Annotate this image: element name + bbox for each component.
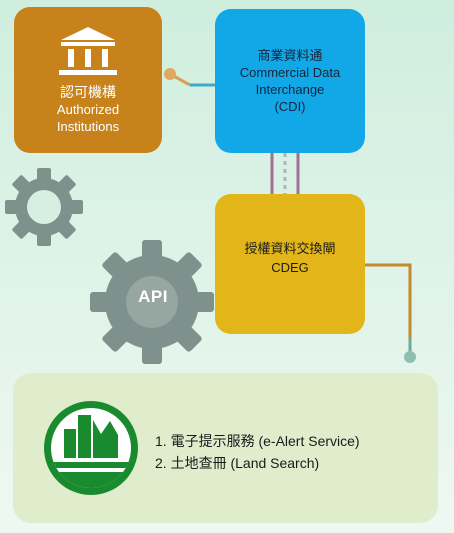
cdi-label-en-line2: Interchange [255,82,325,97]
authorized-institutions-box: 認可機構 Authorized Institutions [14,7,162,153]
bank-building-icon [59,27,117,75]
ai-label-zh: 認可機構 [60,84,116,100]
api-label: API [138,287,168,306]
ai-cdi-connector [164,68,215,87]
cdi-label-en-line1: Commercial Data [239,65,341,80]
cdeg-box: 授權資料交換閘 CDEG [215,194,365,334]
cdeg-label-en: CDEG [271,260,309,275]
service-item-land-search: 2. 土地查冊 (Land Search) [155,455,320,471]
service-item-e-alert: 1. 電子提示服務 (e-Alert Service) [155,433,360,449]
cdi-box: 商業資料通 Commercial Data Interchange (CDI) [215,9,365,153]
cdeg-label-zh: 授權資料交換閘 [244,241,336,256]
connector-dot [164,68,176,80]
cdi-cdeg-connector [270,153,300,194]
cdi-label-zh: 商業資料通 [257,48,323,63]
cdeg-services-connector [365,263,416,363]
service-list: 1. 電子提示服務 (e-Alert Service) 2. 土地查冊 (Lan… [155,430,360,474]
ai-label-en-line1: Authorized [56,102,120,117]
connector-dot [404,351,416,363]
cdi-label-abbr: (CDI) [274,99,306,114]
ai-label-en-line2: Institutions [56,119,120,134]
